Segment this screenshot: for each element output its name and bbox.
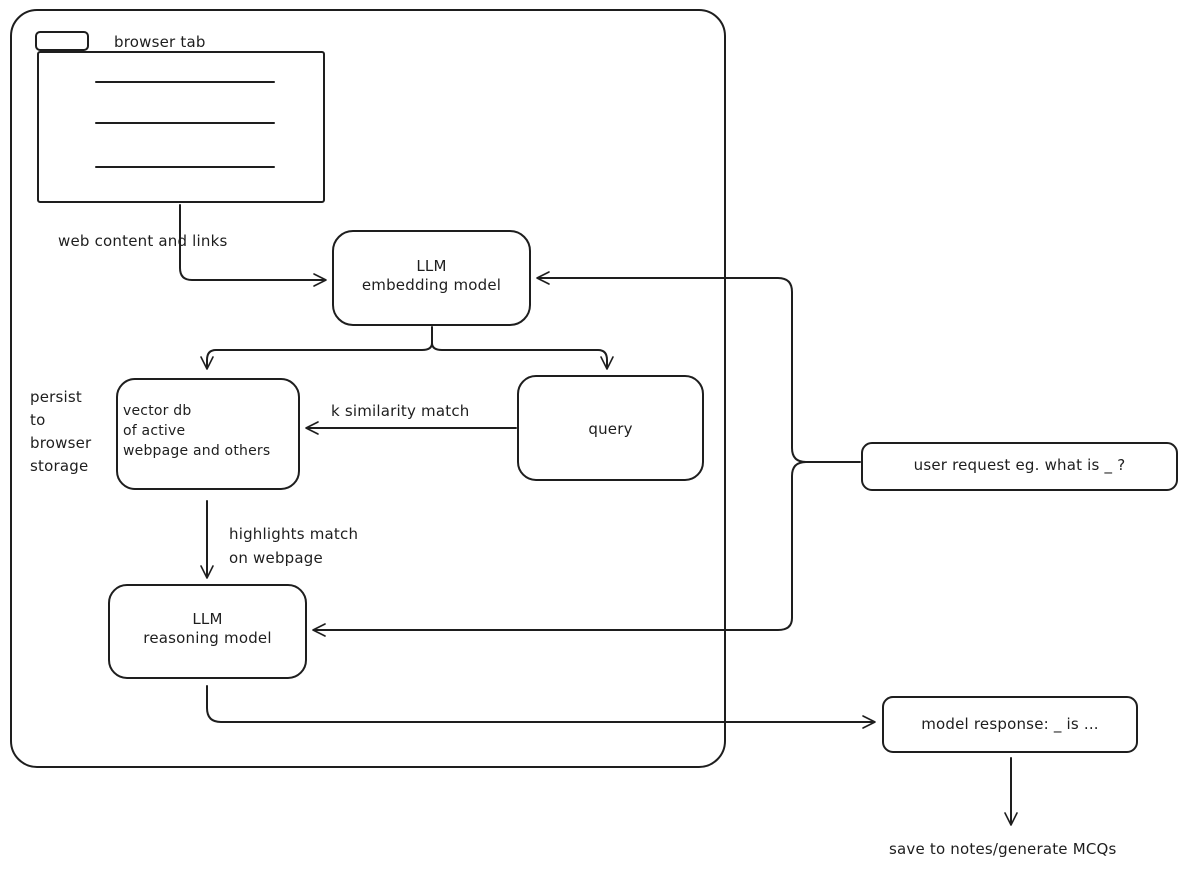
embedding-model-line1: LLM <box>416 257 447 275</box>
model-response-label: model response: _ is ... <box>921 715 1099 733</box>
reasoning-model-line2: reasoning model <box>143 629 272 647</box>
query-box <box>517 375 704 481</box>
edge-web-content <box>179 204 327 287</box>
embedding-model-label: LLM embedding model <box>333 257 530 295</box>
edge-user-to-embedding <box>536 271 861 463</box>
save-notes-label: save to notes/generate MCQs <box>889 840 1117 858</box>
vector-db-box <box>116 378 300 490</box>
browser-window <box>37 51 325 203</box>
edge-split-right <box>431 342 614 370</box>
edge-response <box>206 685 876 729</box>
user-request-label: user request eg. what is _ ? <box>913 456 1126 474</box>
reasoning-model-line1: LLM <box>192 610 223 628</box>
reasoning-model-label: LLM reasoning model <box>109 610 306 648</box>
browser-tab-handle <box>35 31 89 51</box>
similarity-label: k similarity match <box>331 402 470 420</box>
web-content-label: web content and links <box>58 232 228 250</box>
persist-label: persist to browser storage <box>30 388 92 475</box>
query-label: query <box>588 420 633 438</box>
reasoning-model-box <box>108 584 307 679</box>
extension-container <box>10 9 726 768</box>
edge-user-to-reasoning <box>312 461 807 637</box>
model-response-box <box>882 696 1138 753</box>
embedding-model-box <box>332 230 531 326</box>
edge-split-stem <box>200 326 433 370</box>
embedding-model-line2: embedding model <box>361 276 502 294</box>
highlights-label: highlights match on webpage <box>229 525 359 567</box>
vector-db-label: vector db of active webpage and others <box>123 403 271 459</box>
user-request-box <box>861 442 1178 491</box>
browser-tab-label: browser tab <box>114 33 206 51</box>
